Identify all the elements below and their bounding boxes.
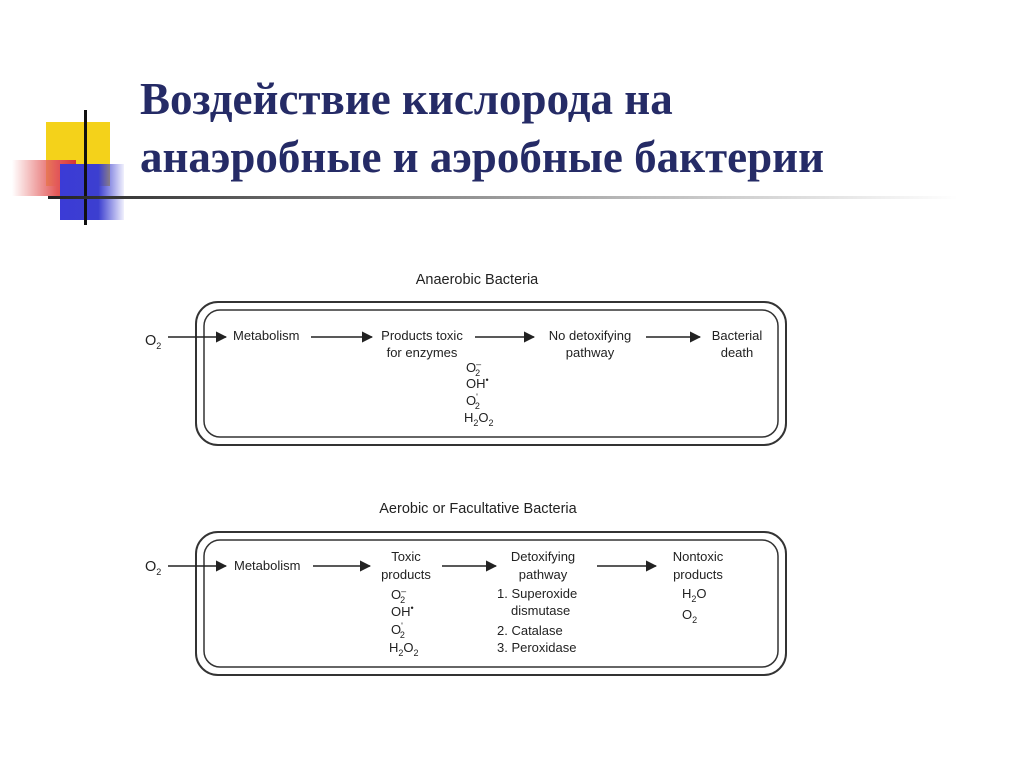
aerobic-detox-line-1: Detoxifying xyxy=(511,549,575,564)
aerobic-heading: Aerobic or Facultative Bacteria xyxy=(379,501,577,517)
anaerobic-no-detox-line-2: pathway xyxy=(566,345,615,360)
anaerobic-hydroxyl: OH• xyxy=(466,375,489,391)
slide-title: Воздействие кислорода на анаэробные и аэ… xyxy=(140,70,1000,186)
aerobic-toxic-line-1: Toxic xyxy=(391,549,421,564)
aerobic-toxic-line-2: products xyxy=(381,567,431,582)
slide-title-line-2: анаэробные и аэробные бактерии xyxy=(140,132,825,182)
aerobic-nontoxic-line-2: products xyxy=(673,567,723,582)
anaerobic-cell-outer xyxy=(195,301,787,446)
aerobic-detox-step-3: 3. Peroxidase xyxy=(497,640,577,655)
anaerobic-heading: Anaerobic Bacteria xyxy=(416,272,539,288)
logo-blue-square xyxy=(60,164,124,220)
aerobic-detox-step-2: 2. Catalase xyxy=(497,623,563,638)
aerobic-oxygen-product: O2 xyxy=(682,607,697,625)
anaerobic-death-line-2: death xyxy=(721,345,754,360)
aerobic-o2-input: O2 xyxy=(145,559,161,577)
anaerobic-products-line-1: Products toxic xyxy=(381,328,463,343)
logo-vertical-line xyxy=(84,110,87,225)
aerobic-superoxide: O–2 xyxy=(391,586,406,605)
slide-title-line-1: Воздействие кислорода на xyxy=(140,74,673,124)
anaerobic-death-line-1: Bacterial xyxy=(712,328,763,343)
anaerobic-singlet-oxygen: O'2 xyxy=(466,392,480,411)
aerobic-water: H2O xyxy=(682,586,707,604)
aerobic-detox-step-1b: dismutase xyxy=(511,603,570,618)
aerobic-cell-inner xyxy=(203,539,779,668)
anaerobic-panel: Anaerobic Bacteria O2 Metabolism Product… xyxy=(145,272,787,446)
anaerobic-products-line-2: for enzymes xyxy=(387,345,458,360)
aerobic-panel: Aerobic or Facultative Bacteria O2 Metab… xyxy=(145,501,787,676)
anaerobic-superoxide: O–2 xyxy=(466,359,481,378)
aerobic-nontoxic-line-1: Nontoxic xyxy=(673,549,724,564)
anaerobic-hydrogen-peroxide: H2O2 xyxy=(464,410,494,428)
anaerobic-o2-input: O2 xyxy=(145,333,161,351)
aerobic-detox-line-2: pathway xyxy=(519,567,568,582)
anaerobic-cell-inner xyxy=(203,309,779,438)
aerobic-singlet-oxygen: O'2 xyxy=(391,621,405,640)
aerobic-cell-outer xyxy=(195,531,787,676)
anaerobic-metabolism: Metabolism xyxy=(233,328,299,343)
aerobic-hydrogen-peroxide: H2O2 xyxy=(389,640,419,658)
aerobic-detox-step-1: 1. Superoxide xyxy=(497,586,577,601)
aerobic-metabolism: Metabolism xyxy=(234,558,300,573)
title-underline xyxy=(48,196,958,199)
aerobic-hydroxyl: OH• xyxy=(391,603,414,619)
anaerobic-no-detox-line-1: No detoxifying xyxy=(549,328,631,343)
